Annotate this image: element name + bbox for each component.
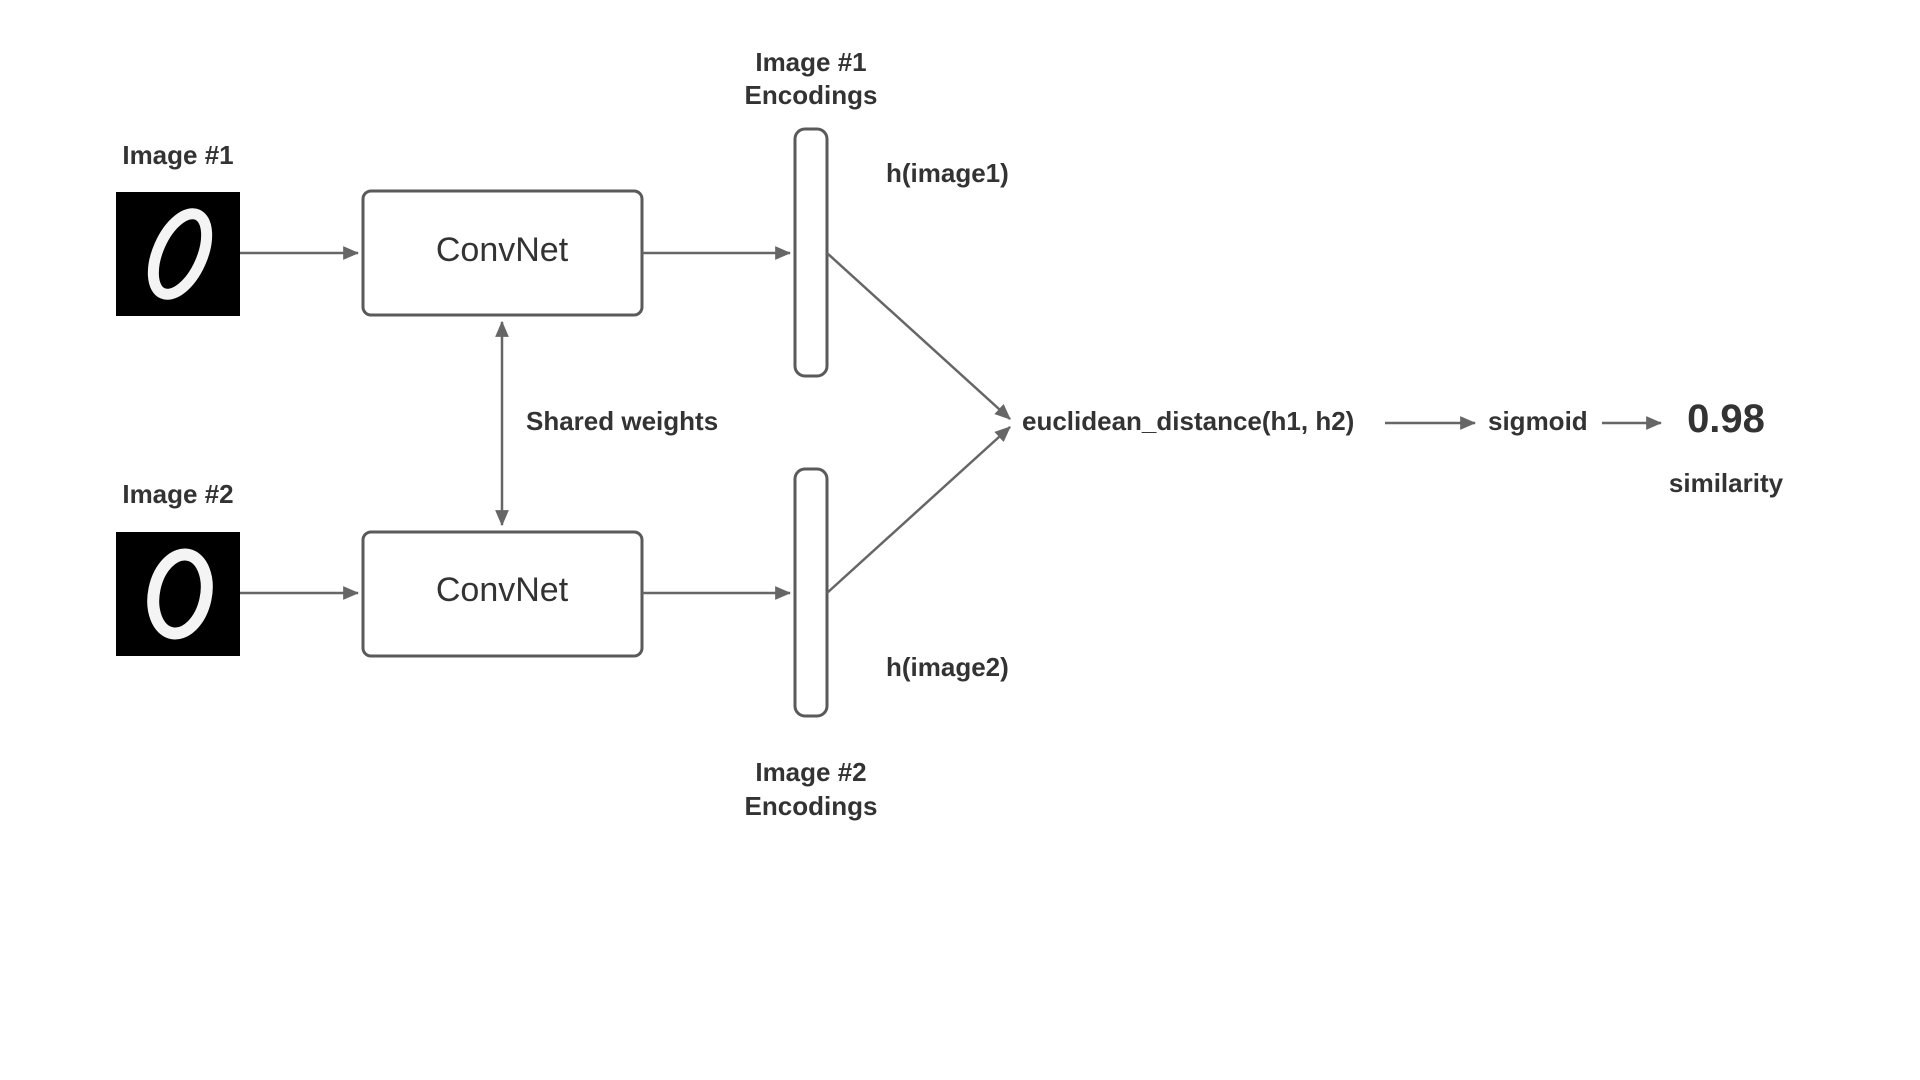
arrow-enc1-to-distance	[826, 252, 1011, 420]
shared-weights-label: Shared weights	[526, 406, 718, 436]
convnet-bottom-label: ConvNet	[436, 571, 569, 609]
arrow-enc2-to-distance	[826, 426, 1011, 594]
h-image2-label: h(image2)	[886, 652, 1009, 682]
euclidean-distance-label: euclidean_distance(h1, h2)	[1022, 406, 1354, 436]
input-image-1	[116, 192, 240, 316]
convnet-bottom-node: ConvNet	[361, 530, 644, 658]
encoding-bar-1	[793, 127, 829, 378]
input-image-2	[116, 532, 240, 656]
enc1-label-line1: Image #1	[755, 47, 866, 77]
similarity-value: 0.98	[1687, 397, 1765, 441]
convnet-top-label: ConvNet	[436, 231, 569, 269]
digit-zero-icon	[147, 548, 213, 640]
sigmoid-label: sigmoid	[1488, 406, 1588, 436]
convnet-top-node: ConvNet	[361, 189, 644, 317]
enc2-label-line2: Encodings	[745, 791, 878, 821]
h-image1-label: h(image1)	[886, 158, 1009, 188]
enc2-label-line1: Image #2	[755, 757, 866, 787]
similarity-label: similarity	[1669, 468, 1784, 498]
image2-label: Image #2	[122, 479, 233, 509]
image1-label: Image #1	[122, 140, 233, 170]
enc1-label-line2: Encodings	[745, 80, 878, 110]
encoding-bar-2	[793, 467, 829, 718]
digit-zero-icon	[147, 208, 213, 300]
